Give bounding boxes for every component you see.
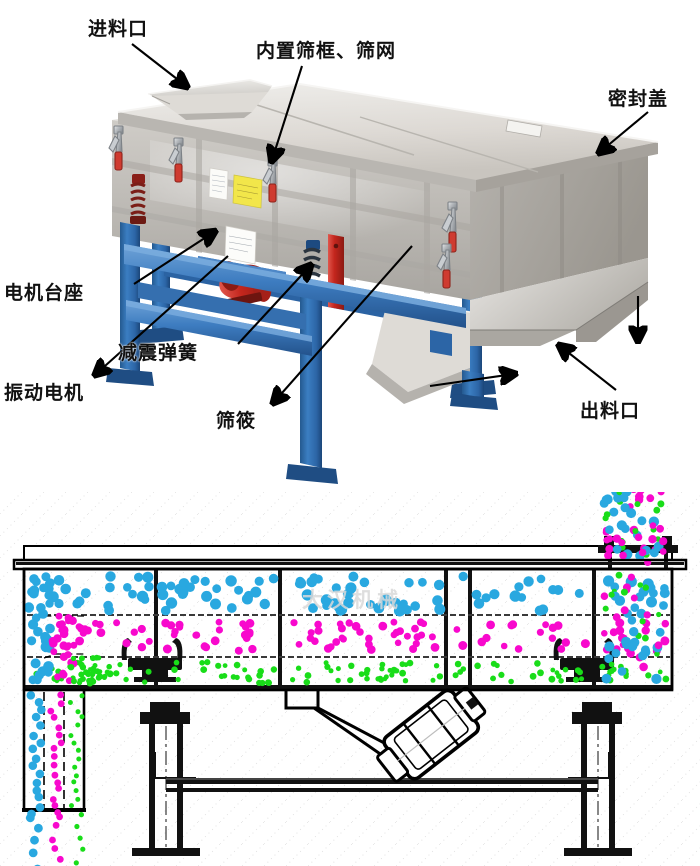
label-screen-frame: 内置筛框、筛网 (256, 40, 397, 62)
screen-deck-mesh (26, 614, 670, 658)
support-frame-front (106, 222, 498, 484)
product-photo-panel: 进料口 内置筛框、筛网 密封盖 电机台座 减震弹簧 振动电机 筛筱 出料口 (0, 18, 669, 484)
label-damping-spring: 减震弹簧 (118, 342, 199, 364)
sealed-cover-section (12, 545, 688, 571)
cross-section-schematic-panel: 大汉机械 (0, 492, 700, 866)
watermark-text: 大汉机械 (302, 588, 402, 612)
cross-section-illustration (0, 492, 700, 866)
label-vibration-motor: 振动电机 (4, 382, 85, 404)
label-motor-base: 电机台座 (4, 282, 85, 304)
feed-hopper (147, 79, 273, 120)
support-columns (132, 702, 632, 856)
label-sealing-cover: 密封盖 (608, 88, 669, 110)
label-feed-inlet: 进料口 (88, 18, 149, 40)
label-screen-box: 筛筱 (216, 410, 257, 432)
product-photo-illustration (0, 43, 659, 484)
label-arrows (96, 43, 649, 402)
damping-spring-left (130, 174, 146, 224)
toggle-clamps (108, 125, 458, 289)
material-particles (23, 492, 670, 866)
shell-overdraw (12, 558, 688, 692)
nameplate-stickers (208, 167, 263, 265)
vibration-motor-body (376, 686, 487, 783)
label-discharge-outlet: 出料口 (580, 400, 641, 422)
